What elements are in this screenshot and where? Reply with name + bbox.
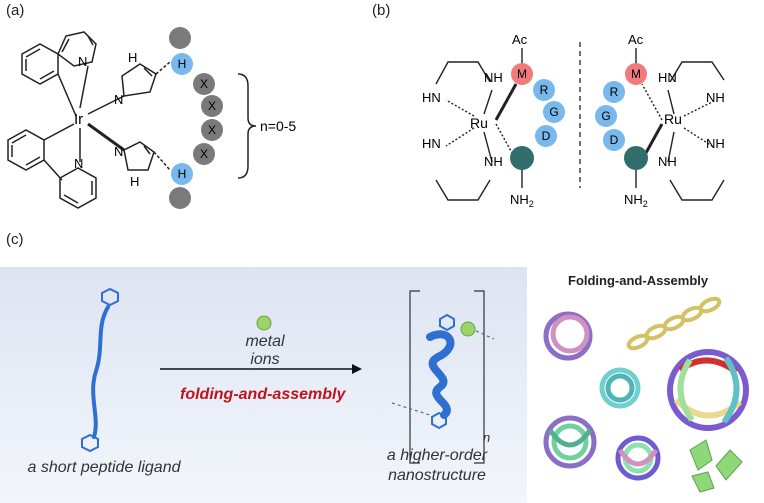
knot-structure-1 xyxy=(543,415,597,469)
residue-d-right xyxy=(603,129,625,151)
nh2-right: NH2 xyxy=(624,192,648,209)
nh-left-1: NH xyxy=(484,70,503,85)
residue-h-bottom-label: H xyxy=(178,167,187,181)
residue-r-right xyxy=(603,81,625,103)
hn-right-1: HN xyxy=(658,70,677,85)
helix xyxy=(426,330,455,419)
nanostructure-gallery xyxy=(543,296,749,493)
residue-g-left-label: G xyxy=(549,105,558,119)
knot-structure-2 xyxy=(615,435,661,481)
ru-atom-right: Ru xyxy=(664,111,682,127)
gallery-title: Folding-and-Assembly xyxy=(568,273,709,288)
imidazole-n-bottom: N xyxy=(114,144,123,159)
reaction-arrowhead xyxy=(352,364,362,374)
panel-c-scheme-graphics xyxy=(81,287,495,464)
ac-right: Ac xyxy=(628,32,644,47)
ru-atom-left: Ru xyxy=(470,115,488,131)
residue-m-right-label: M xyxy=(631,67,641,81)
residue-h-top xyxy=(171,53,193,75)
residue-m-left-label: M xyxy=(517,67,527,81)
metal-ion-sphere xyxy=(256,315,272,331)
sheet-structure xyxy=(689,439,743,493)
metal-ions-label: metal ions xyxy=(245,333,285,368)
residue-x-1 xyxy=(193,73,215,95)
helix-ring-bottom xyxy=(431,411,447,430)
bracket-right xyxy=(474,290,485,464)
residue-gray-bottom xyxy=(169,187,191,209)
imidazole-nh-bottom: H xyxy=(130,174,139,189)
panel-a-structure: Ir N N N H N H H X X X X H n=0-5 xyxy=(7,27,296,209)
peptide-ring-top xyxy=(101,287,119,307)
imidazole-nh-top: H xyxy=(128,50,137,65)
imidazole-n-top: N xyxy=(114,92,123,107)
residue-x-3 xyxy=(201,119,223,141)
caption-nanostructure-2: nanostructure xyxy=(388,467,486,484)
residue-x-4-label: X xyxy=(200,147,208,161)
nh2-left: NH2 xyxy=(510,192,534,209)
bracket-left xyxy=(409,290,420,464)
helix-metal-ion xyxy=(460,321,476,337)
panel-a-label: (a) xyxy=(6,2,25,19)
residue-teal-left xyxy=(510,146,534,170)
ac-left: Ac xyxy=(512,32,528,47)
panel-b-label: (b) xyxy=(372,2,391,19)
residue-g-left xyxy=(543,101,565,123)
residue-r-left xyxy=(533,79,555,101)
hn-left-1: HN xyxy=(422,90,441,105)
residue-r-right-label: R xyxy=(610,85,619,99)
folding-label: folding-and-assembly xyxy=(180,386,346,403)
nh-right-3: NH xyxy=(658,154,677,169)
nh-left-2: NH xyxy=(484,154,503,169)
cage-structure xyxy=(667,349,749,431)
residue-h-top-label: H xyxy=(178,57,187,71)
nh-right-1: NH xyxy=(706,90,725,105)
helix-ring-top xyxy=(439,313,455,332)
ir-atom: Ir xyxy=(74,111,83,128)
repeat-n: n xyxy=(483,430,491,445)
residue-teal-right xyxy=(624,146,648,170)
panel-b-structure: Ru HN HN NH NH Ac NH2 Ru NH NH HN NH Ac … xyxy=(422,32,725,209)
residue-x-1-label: X xyxy=(200,77,208,91)
residue-g-right-label: G xyxy=(601,109,610,123)
residue-x-3-label: X xyxy=(208,123,216,137)
repeat-label: n=0-5 xyxy=(260,118,296,134)
caption-ligand: a short peptide ligand xyxy=(27,459,181,476)
residue-d-left-label: D xyxy=(542,129,551,143)
residue-g-right xyxy=(595,105,617,127)
pyridine-n-top: N xyxy=(78,54,87,69)
residue-m-left xyxy=(511,63,533,85)
ring-structure-1 xyxy=(543,311,593,361)
hn-left-2: HN xyxy=(422,136,441,151)
residue-gray-top xyxy=(169,27,191,49)
residue-d-left xyxy=(535,125,557,147)
pyridine-n-bottom: N xyxy=(74,156,83,171)
residue-x-4 xyxy=(193,143,215,165)
panel-c-label: (c) xyxy=(6,231,24,248)
residue-h-bottom xyxy=(171,163,193,185)
caption-nanostructure-1: a higher-order xyxy=(386,447,488,464)
residue-x-2-label: X xyxy=(208,99,216,113)
residue-r-left-label: R xyxy=(540,83,549,97)
nh-right-2: NH xyxy=(706,136,725,151)
peptide-strand xyxy=(91,305,110,439)
residue-d-right-label: D xyxy=(610,133,619,147)
chain-structure xyxy=(626,296,722,351)
ring-structure-2 xyxy=(599,367,641,409)
residue-x-2 xyxy=(201,95,223,117)
residue-m-right xyxy=(625,63,647,85)
peptide-ring-bottom xyxy=(81,433,99,453)
